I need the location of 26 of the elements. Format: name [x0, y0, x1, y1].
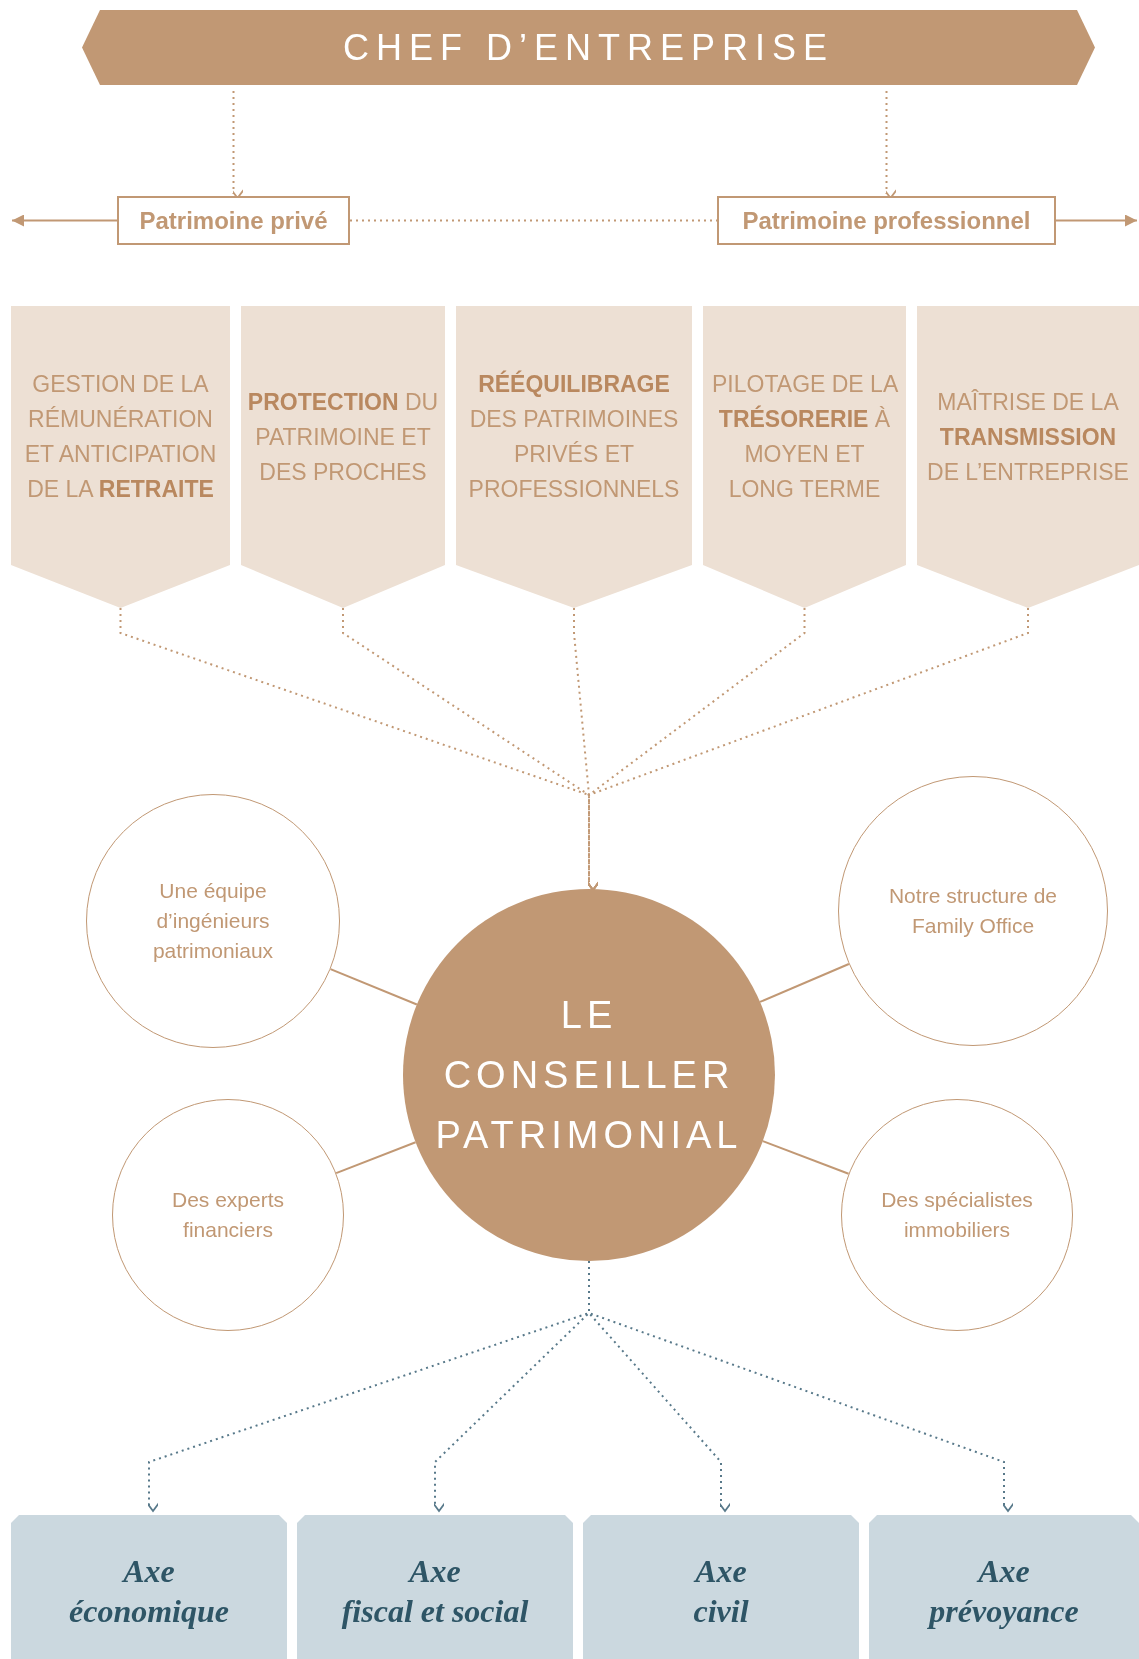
objective-text: PILOTAGE DE LA TRÉSORERIE À MOYEN ET LONG TERME [711, 370, 899, 504]
objective-text: MAÎTRISE DE LA TRANSMISSION DE L’ENTREPRISE [926, 387, 1130, 487]
label-box: Patrimoine privé [117, 196, 350, 245]
axis-box: Axe civil [583, 1515, 859, 1659]
axis-box: Axe économique [11, 1515, 287, 1659]
resource-circle: Des spécialistes immobiliers [841, 1099, 1073, 1331]
center-circle: LE CONSEILLER PATRIMONIAL [403, 889, 775, 1261]
resource-circle: Notre structure de Family Office [838, 776, 1108, 1046]
objective-text: RÉÉQUILIBRAGE DES PATRIMOINES PRIVÉS ET PROFESSIONNELS [467, 369, 681, 504]
connector-line [335, 1141, 417, 1175]
label-box: Patrimoine professionnel [717, 196, 1056, 245]
arrow [883, 90, 898, 199]
objective-text: GESTION DE LA RÉMUNÉRATION ET ANTICIPATION DE LA RETRAITE [23, 370, 218, 504]
arrow [230, 90, 245, 199]
arrow [11, 214, 118, 227]
axis-box: Axe prévoyance [869, 1515, 1139, 1659]
connector-line [329, 968, 418, 1006]
axis-box: Axe fiscal et social [297, 1515, 573, 1659]
resource-circle: Des experts financiers [112, 1099, 344, 1331]
objective-text: PROTECTION DU PATRIMOINE ET DES PROCHES [246, 387, 440, 487]
connector-line [761, 1140, 850, 1175]
arrow [1055, 214, 1138, 227]
connector-line [759, 963, 850, 1003]
resource-circle: Une équipe d’ingénieurs patrimoniaux [86, 794, 340, 1048]
arrow [586, 607, 1029, 891]
banner-title: CHEF D’ENTREPRISE [342, 26, 834, 69]
